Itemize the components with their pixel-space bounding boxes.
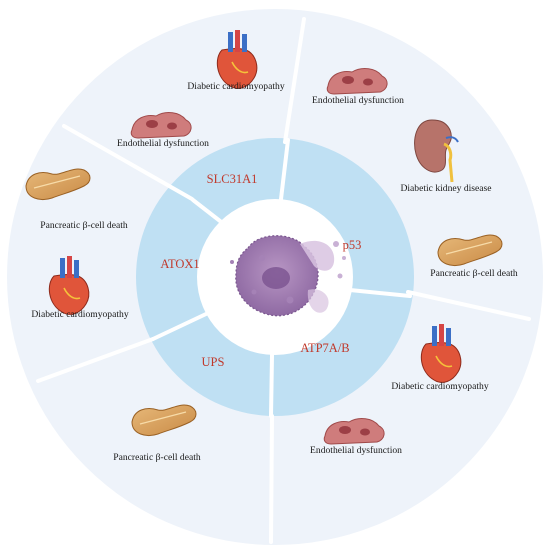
outer-rim (3, 5, 547, 549)
segment-label-atox1: ATOX1 (160, 257, 199, 271)
pancreas-icon (25, 168, 91, 200)
pancreas-icon (437, 234, 503, 266)
inner-divider (151, 312, 208, 341)
caption-atox-cardiomyopathy: Diabetic cardiomyopathy (31, 309, 128, 320)
caption-p53-kidney: Diabetic kidney disease (400, 183, 491, 194)
endothelium-icon (323, 418, 385, 445)
inner-dividers (151, 138, 412, 418)
outer-dividers (36, 17, 531, 544)
outer-divider (36, 337, 155, 383)
caption-slc-endothelial: Endothelial dysfunction (117, 138, 209, 149)
inner-divider (279, 138, 290, 201)
pancreas-icon (131, 404, 197, 436)
heart-icon (420, 324, 462, 383)
endothelium-icon (326, 68, 388, 95)
inner-divider (191, 198, 231, 230)
outer-divider (406, 290, 531, 321)
kidney-icon (414, 119, 459, 183)
segment-label-slc31a1: SLC31A1 (207, 172, 258, 186)
inner-divider (348, 288, 412, 298)
outer-divider (62, 124, 194, 201)
endothelium-icon (130, 112, 192, 139)
inner-divider (269, 353, 274, 418)
caption-atox-pancreas: Pancreatic β-cell death (40, 220, 128, 231)
segment-label-atp7ab: ATP7A/B (300, 341, 349, 355)
segment-label-p53: p53 (343, 238, 362, 252)
cell-icon (230, 235, 346, 317)
caption-p53-endothelial: Endothelial dysfunction (312, 95, 404, 106)
caption-atp-endothelial: Endothelial dysfunction (310, 445, 402, 456)
outer-divider (269, 414, 274, 544)
caption-p53-pancreas: Pancreatic β-cell death (430, 268, 518, 279)
caption-ups-pancreas: Pancreatic β-cell death (113, 452, 201, 463)
segment-label-ups: UPS (202, 355, 225, 369)
caption-atp-cardiomyopathy: Diabetic cardiomyopathy (391, 381, 488, 392)
outer-divider (283, 17, 306, 144)
heart-icon (216, 30, 258, 89)
caption-slc-cardiomyopathy: Diabetic cardiomyopathy (187, 81, 284, 92)
heart-icon (48, 256, 90, 315)
